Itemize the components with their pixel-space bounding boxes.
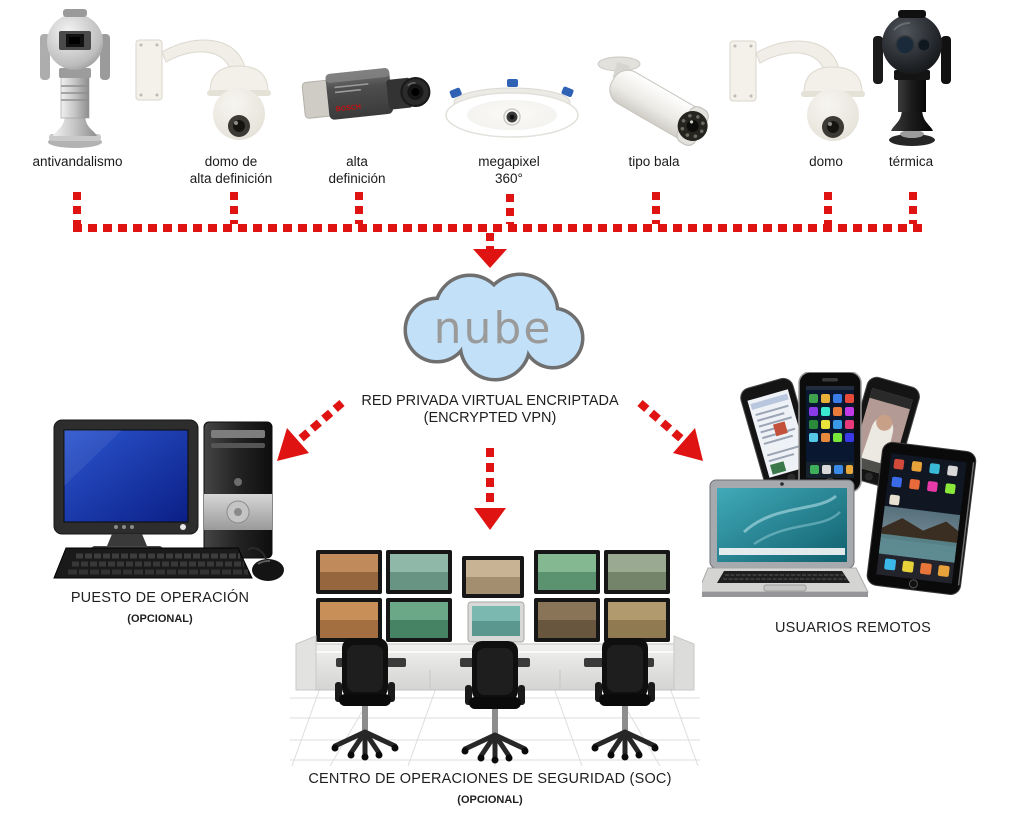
mobile-devices-icon bbox=[702, 372, 977, 597]
cloud-to-operator-arrowhead bbox=[277, 428, 309, 461]
cloud-to-soc-arrowhead bbox=[474, 508, 506, 530]
antivandal-camera-icon bbox=[40, 9, 110, 148]
camera-antivandal bbox=[35, 8, 115, 150]
thermal-camera-icon bbox=[873, 10, 951, 146]
laptop bbox=[702, 479, 869, 597]
control-room-icon bbox=[290, 550, 700, 766]
cloud-icon bbox=[403, 272, 585, 382]
camera-bus-stubs bbox=[73, 192, 917, 224]
box-camera-icon: BOSCH bbox=[301, 68, 431, 120]
operator-note: (OPCIONAL) bbox=[127, 613, 193, 625]
camera-label-megapixel: megapixel 360° bbox=[478, 154, 540, 186]
camera-label-thermal: térmica bbox=[888, 154, 934, 169]
camera-label-box: alta definición bbox=[328, 154, 386, 186]
tablet-icons-top bbox=[889, 458, 958, 506]
soc-note: (OPCIONAL) bbox=[457, 794, 523, 806]
hd-dome-camera-icon bbox=[135, 39, 271, 140]
cloud-label: nube bbox=[433, 303, 553, 354]
vpn-caption-line2: (ENCRYPTED VPN) bbox=[423, 410, 557, 426]
operator-title: PUESTO DE OPERACIÓN bbox=[70, 590, 250, 606]
camera-label-dome: domo bbox=[809, 154, 843, 169]
video-wall bbox=[316, 550, 670, 642]
cloud-to-remote-arrowhead bbox=[673, 428, 703, 461]
bullet-camera-icon bbox=[597, 56, 709, 146]
camera-label-bullet: tipo bala bbox=[628, 154, 680, 169]
desktop-workstation-icon bbox=[53, 419, 284, 581]
svg-text:BOSCH: BOSCH bbox=[335, 104, 361, 114]
camera-label-hd-dome: domo de alta definición bbox=[189, 154, 273, 186]
app-grid bbox=[809, 394, 854, 442]
camera-label-antivandal: antivandalismo bbox=[32, 154, 123, 169]
bus-to-cloud-arrowhead bbox=[473, 249, 507, 268]
megapixel-360-camera-icon bbox=[445, 79, 579, 138]
camera-box: BOSCH bbox=[298, 50, 436, 142]
tablet bbox=[866, 441, 977, 595]
vpn-caption-line1: RED PRIVADA VIRTUAL ENCRIPTADA bbox=[361, 393, 619, 409]
camera-megapixel-360 bbox=[438, 76, 586, 142]
camera-hd-dome bbox=[128, 34, 276, 146]
remote-node-label: USUARIOS REMOTOS bbox=[703, 620, 1003, 636]
camera-thermal bbox=[864, 10, 960, 148]
phone-left bbox=[740, 377, 818, 490]
remote-title: USUARIOS REMOTOS bbox=[774, 620, 931, 636]
camera-bullet bbox=[592, 50, 724, 150]
soc-title: CENTRO DE OPERACIONES DE SEGURIDAD (SOC) bbox=[308, 771, 672, 787]
operator-node-label: PUESTO DE OPERACIÓN (OPCIONAL) bbox=[35, 590, 285, 625]
cloud-to-operator-arrow-shaft bbox=[295, 399, 345, 445]
vpn-caption: RED PRIVADA VIRTUAL ENCRIPTADA (ENCRYPTE… bbox=[315, 393, 665, 427]
phone-center bbox=[798, 372, 862, 493]
dome-camera-icon bbox=[729, 40, 865, 141]
soc-node-label: CENTRO DE OPERACIONES DE SEGURIDAD (SOC)… bbox=[240, 771, 740, 806]
cloud-to-remote-arrow-shaft bbox=[637, 399, 687, 445]
camera-dome bbox=[722, 33, 870, 147]
